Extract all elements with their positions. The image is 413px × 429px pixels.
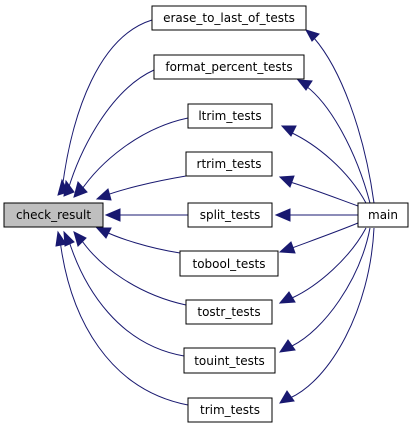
edge-trim-to-check-result xyxy=(55,230,189,406)
node-label: trim_tests xyxy=(200,403,260,417)
edge-main-to-split xyxy=(274,208,358,222)
edge-split-to-check-result xyxy=(104,208,188,222)
node-main[interactable]: main xyxy=(357,202,409,228)
node-label: format_percent_tests xyxy=(165,60,292,74)
node-label: touint_tests xyxy=(194,354,265,368)
nodes: check_result erase_to_last_of_tests form… xyxy=(3,5,409,423)
edge-main-to-format xyxy=(296,79,371,204)
edge-main-to-erase xyxy=(304,29,375,204)
node-touint-tests[interactable]: touint_tests xyxy=(183,347,276,374)
edges xyxy=(55,19,375,406)
node-label: check_result xyxy=(16,208,91,222)
edge-main-to-tobool xyxy=(278,222,359,254)
edge-main-to-rtrim xyxy=(278,175,359,207)
edge-ltrim-to-check-result xyxy=(73,117,189,198)
node-label: tostr_tests xyxy=(197,305,260,319)
node-trim-tests[interactable]: trim_tests xyxy=(187,397,273,423)
node-ltrim-tests[interactable]: ltrim_tests xyxy=(187,103,273,129)
edge-main-to-ltrim xyxy=(280,125,367,204)
edge-erase-to-check-result xyxy=(57,19,153,196)
node-label: main xyxy=(368,208,398,222)
node-tostr-tests[interactable]: tostr_tests xyxy=(185,299,273,325)
node-erase-to-last-of-tests[interactable]: erase_to_last_of_tests xyxy=(151,5,307,31)
node-split-tests[interactable]: split_tests xyxy=(187,202,273,228)
edge-format-to-check-result xyxy=(63,69,155,197)
node-rtrim-tests[interactable]: rtrim_tests xyxy=(185,151,273,177)
edge-main-to-trim xyxy=(279,227,375,404)
edge-tostr-to-check-result xyxy=(73,231,187,306)
edge-touint-to-check-result xyxy=(63,230,185,357)
node-label: tobool_tests xyxy=(193,257,266,271)
node-format-percent-tests[interactable]: format_percent_tests xyxy=(153,54,305,80)
node-label: ltrim_tests xyxy=(198,109,261,123)
edge-main-to-tostr xyxy=(278,227,367,304)
node-label: split_tests xyxy=(200,208,261,222)
node-label: rtrim_tests xyxy=(197,157,262,171)
node-label: erase_to_last_of_tests xyxy=(163,11,295,25)
node-check-result[interactable]: check_result xyxy=(3,202,104,228)
node-tobool-tests[interactable]: tobool_tests xyxy=(179,250,279,277)
edge-tobool-to-check-result xyxy=(95,227,181,254)
edge-main-to-touint xyxy=(278,227,371,353)
edge-rtrim-to-check-result xyxy=(95,175,187,201)
